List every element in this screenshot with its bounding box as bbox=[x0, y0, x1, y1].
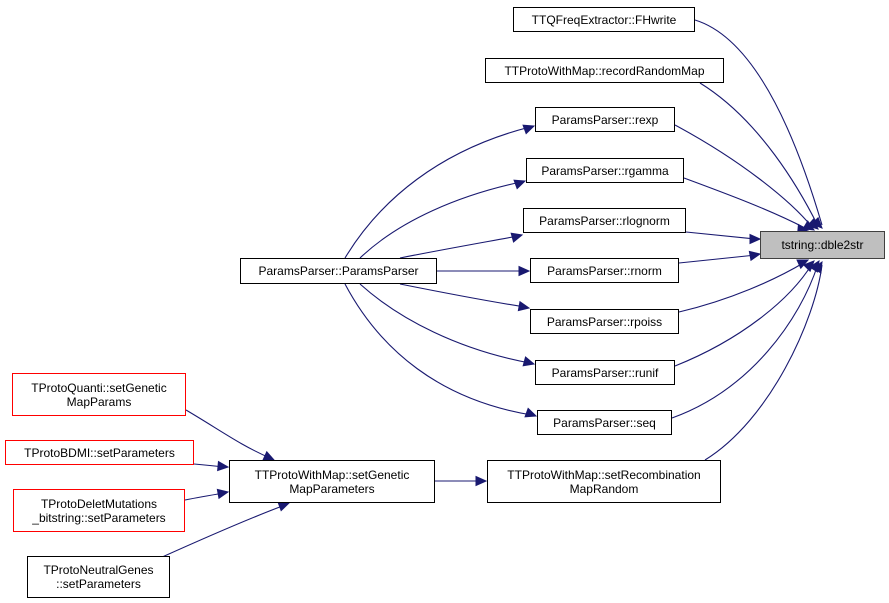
node-paramsparser-runif[interactable]: ParamsParser::runif bbox=[535, 360, 675, 385]
edge-paramsparser-to-runif-arrowhead bbox=[522, 356, 536, 367]
edge-rexp-to-dble2str-arrowhead bbox=[802, 220, 816, 231]
edge-paramsparser-to-seq-arrowhead bbox=[524, 407, 538, 418]
edge-paramsparser-to-rgamma bbox=[359, 181, 522, 259]
node-tprotodeletmutations-setparameters[interactable]: TProtoDeletMutations _bitstring::setPara… bbox=[13, 489, 185, 532]
edge-paramsparser-to-rexp-arrowhead bbox=[522, 124, 536, 135]
edge-neutral-to-setgenetic-arrowhead bbox=[277, 501, 291, 512]
edge-seq-to-dble2str bbox=[671, 263, 819, 419]
node-paramsparser-seq[interactable]: ParamsParser::seq bbox=[537, 410, 672, 435]
edge-rnorm-to-dble2str-arrowhead bbox=[748, 250, 762, 262]
edge-quanti-to-setgenetic bbox=[185, 409, 271, 459]
edge-paramsparser-to-rpoiss bbox=[399, 283, 526, 308]
node-ttqfreqextractor-fhwrite[interactable]: TTQFreqExtractor::FHwrite bbox=[513, 7, 695, 32]
node-tprotoneutralgenes-setparameters[interactable]: TProtoNeutralGenes ::setParameters bbox=[27, 556, 170, 598]
node-paramsparser-rnorm[interactable]: ParamsParser::rnorm bbox=[530, 258, 679, 283]
edge-rlognorm-to-dble2str bbox=[685, 231, 757, 240]
edge-paramsparser-to-rlognorm-arrowhead bbox=[510, 232, 524, 243]
edge-bdmi-to-setgenetic-arrowhead bbox=[217, 460, 230, 472]
edge-paramsparser-to-rgamma-arrowhead bbox=[513, 179, 527, 190]
edge-paramsparser-to-seq bbox=[344, 283, 533, 416]
edge-paramsparser-to-rexp bbox=[344, 126, 531, 259]
edge-paramsparser-to-runif bbox=[359, 283, 531, 364]
edge-paramsparser-to-rlognorm bbox=[399, 235, 519, 259]
node-ttprotowithmap-recordrandommap[interactable]: TTProtoWithMap::recordRandomMap bbox=[485, 58, 724, 83]
edge-rlognorm-to-dble2str-arrowhead bbox=[749, 233, 762, 245]
edge-setrecomb-to-dble2str-arrowhead bbox=[812, 260, 823, 274]
node-paramsparser-rlognorm[interactable]: ParamsParser::rlognorm bbox=[523, 208, 686, 233]
edge-rnorm-to-dble2str bbox=[678, 254, 757, 264]
edge-runif-to-dble2str bbox=[674, 263, 813, 367]
edge-rgamma-to-dble2str bbox=[683, 177, 806, 229]
node-paramsparser-paramsparser[interactable]: ParamsParser::ParamsParser bbox=[240, 258, 437, 284]
edge-setgenetic-to-setrecomb-arrowhead bbox=[475, 475, 488, 487]
edge-fhwrite-to-dble2str bbox=[694, 19, 823, 226]
edge-paramsparser-to-rnorm-arrowhead bbox=[518, 265, 531, 277]
node-paramsparser-rexp[interactable]: ParamsParser::rexp bbox=[535, 107, 675, 132]
node-ttprotowithmap-setrecombinationmaprandom[interactable]: TTProtoWithMap::setRecombination MapRand… bbox=[487, 460, 721, 503]
node-paramsparser-rgamma[interactable]: ParamsParser::rgamma bbox=[526, 158, 684, 183]
edge-rexp-to-dble2str bbox=[674, 124, 813, 228]
edge-neutral-to-setgenetic bbox=[159, 504, 286, 559]
edge-rpoiss-to-dble2str bbox=[678, 261, 806, 313]
edge-paramsparser-to-rpoiss-arrowhead bbox=[517, 300, 531, 312]
node-tprotoquanti-setgeneticmapparams[interactable]: TProtoQuanti::setGenetic MapParams bbox=[12, 373, 186, 416]
edge-quanti-to-setgenetic-arrowhead bbox=[262, 450, 276, 461]
edge-setrecomb-to-dble2str bbox=[704, 264, 823, 461]
node-paramsparser-rpoiss[interactable]: ParamsParser::rpoiss bbox=[530, 309, 679, 334]
edge-recordrandommap-to-dble2str bbox=[699, 82, 819, 227]
node-tstring-dble2str: tstring::dble2str bbox=[760, 231, 885, 259]
node-tprotobdmi-setparameters[interactable]: TProtoBDMI::setParameters bbox=[5, 440, 194, 465]
edge-deletmut-to-setgenetic-arrowhead bbox=[216, 488, 230, 500]
node-ttprotowithmap-setgeneticmapparameters[interactable]: TTProtoWithMap::setGenetic MapParameters bbox=[229, 460, 435, 503]
